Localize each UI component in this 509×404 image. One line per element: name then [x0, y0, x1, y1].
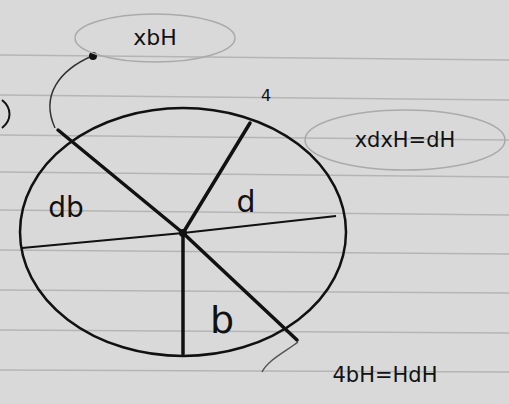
bubble [75, 14, 235, 62]
callout-number: 4 [261, 88, 271, 104]
ellipse [20, 108, 346, 356]
callout-text: xbH [133, 27, 177, 49]
sector-label: d [236, 187, 255, 217]
bracket-mark [2, 100, 10, 128]
center-dot [179, 229, 187, 237]
leader-line [262, 342, 298, 372]
callout-text: xdxH=dH [355, 130, 456, 151]
radii [58, 123, 297, 354]
leader-line [50, 56, 92, 128]
ruled-lines [0, 55, 509, 372]
bubble [305, 110, 505, 170]
callout-text: 4bH=HdH [333, 365, 438, 386]
sector-label: b [210, 301, 234, 339]
sector-label: db [48, 194, 84, 222]
